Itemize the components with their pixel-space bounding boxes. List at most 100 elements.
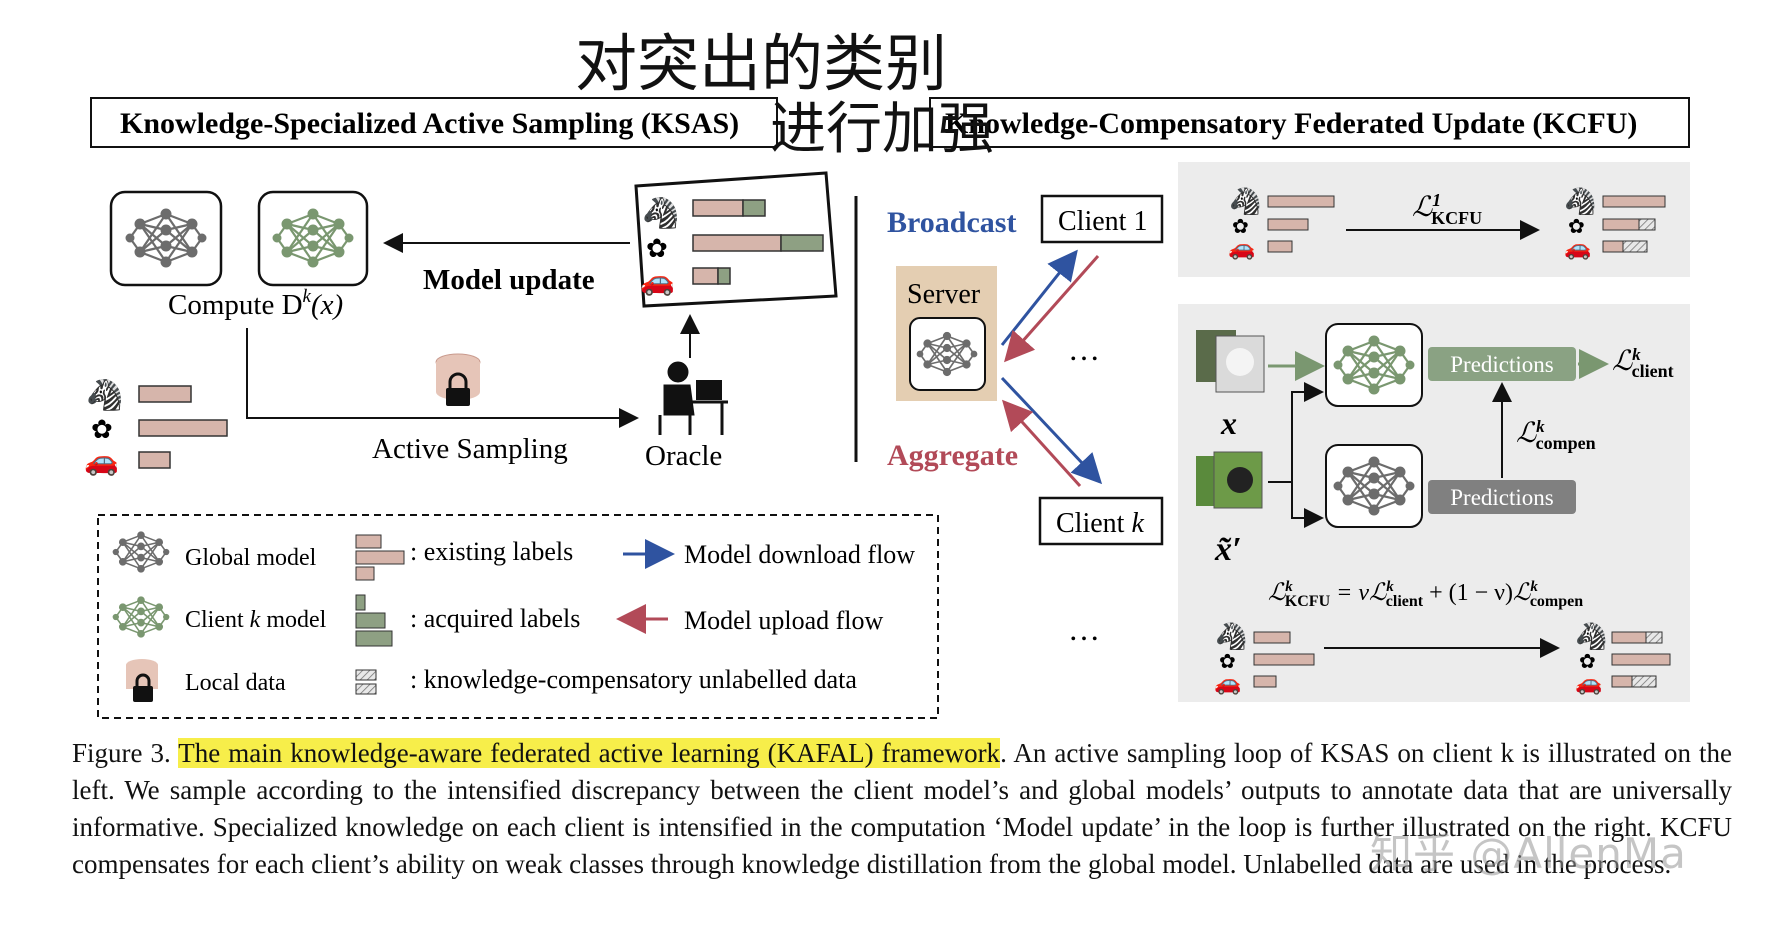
local-bar-3 (138, 451, 171, 469)
client-model-box (257, 190, 369, 287)
legend-acquired-bar1 (355, 594, 366, 611)
legend-local-label: Local data (185, 670, 286, 696)
legend-existing-bar2 (355, 550, 405, 565)
p1r-bar-2-hatch (1638, 218, 1656, 231)
p2-bar-2 (1253, 653, 1315, 666)
kcfu-title-box (929, 97, 1690, 148)
p1r-bar-3-hatch (1622, 240, 1648, 253)
p1r-car-icon: 🚗 (1564, 235, 1591, 260)
compute-label: Compute Dk(x) (168, 286, 343, 321)
kcfu-title: Knowledge-Compensatory Federated Update … (945, 107, 1637, 140)
caption-body: . An active sampling loop of KSAS on cli… (72, 738, 1732, 879)
p2r-bar-3 (1611, 675, 1633, 688)
x-label: x (1220, 405, 1237, 441)
p2r-zebra-icon: 🦓 (1575, 621, 1607, 651)
clientk-box (1038, 496, 1164, 546)
oracle-icon (658, 361, 728, 435)
local-flower-icon: ✿ (91, 415, 113, 444)
legend-acquired-bar3 (355, 630, 393, 647)
predictions-client-label: Predictions (1450, 352, 1554, 377)
sheet-bar-acquired-3 (717, 267, 731, 285)
legend-existing-bar3 (355, 566, 375, 581)
xprime-to-global-arrow (1291, 482, 1324, 528)
xprime-to-client-arrow (1268, 382, 1324, 483)
figure-number: Figure 3. (72, 738, 179, 768)
legend-existing-label: : existing labels (410, 537, 573, 566)
framework-figure: Knowledge-Specialized Active Sampling (K… (84, 27, 1690, 719)
local-zebra-icon: 🦓 (86, 377, 123, 412)
global-model-box (109, 190, 223, 287)
predictions-global-box (1428, 480, 1576, 514)
dots-top: … (1068, 331, 1100, 367)
client1-label: Client 1 (1058, 206, 1147, 237)
p2r-bar-2 (1611, 653, 1671, 666)
p2r-bar-3-hatch (1631, 675, 1657, 688)
p2r-bar-1 (1611, 631, 1647, 644)
car-icon: 🚗 (640, 266, 675, 297)
p1r-bar-1 (1602, 195, 1666, 208)
legend-download-label: Model download flow (684, 540, 915, 569)
server-model-box (909, 317, 986, 391)
download-arrow-client1 (1000, 249, 1078, 346)
model-update-label: Model update (423, 264, 595, 296)
legend-client-icon (112, 595, 170, 639)
legend-acquired-bar2 (355, 612, 386, 629)
server-label: Server (907, 279, 981, 310)
sheet-bar-existing-1 (692, 199, 744, 217)
legend-global-icon (112, 530, 170, 574)
p2-car-icon: 🚗 (1214, 670, 1241, 695)
ksas-title: Knowledge-Specialized Active Sampling (K… (120, 107, 739, 140)
local-bar-1 (138, 385, 192, 403)
sheet-bar-existing-3 (692, 267, 719, 285)
oracle-label: Oracle (645, 440, 722, 472)
p1-bar-2 (1267, 218, 1309, 231)
dots-bottom: … (1068, 611, 1100, 647)
p1-bar-1 (1267, 195, 1335, 208)
client1-box (1040, 194, 1164, 244)
p1-bar-3 (1267, 240, 1293, 253)
figure-caption: Figure 3. The main knowledge-aware feder… (72, 735, 1732, 883)
legend-existing-bar1 (355, 534, 382, 549)
watermark: 知乎 @AllenMa (1370, 829, 1687, 878)
legend-acquired-label: : acquired labels (410, 604, 580, 633)
legend-local-data-icon (126, 659, 158, 702)
kcfu-client-model-box (1325, 323, 1423, 407)
p2-bar-3 (1253, 675, 1277, 688)
caption-highlight: The main knowledge-aware federated activ… (178, 738, 1001, 768)
p2-bar-1 (1253, 631, 1291, 644)
active-sampling-label: Active Sampling (372, 433, 568, 465)
flower-icon: ✿ (646, 234, 668, 263)
handwriting-line2: 进行加强 (770, 97, 994, 162)
sheet-bar-acquired-1 (742, 199, 766, 217)
p2r-flower-icon: ✿ (1579, 651, 1596, 673)
predictions-client-box (1428, 347, 1576, 381)
local-bar-2 (138, 419, 228, 437)
upload-arrow-client1 (1004, 255, 1100, 363)
p2r-car-icon: 🚗 (1575, 670, 1602, 695)
sheet-bar-existing-2 (692, 234, 782, 252)
p1r-bar-3 (1602, 240, 1624, 253)
upload-arrow-clientk (1001, 399, 1082, 488)
p1r-zebra-icon: 🦓 (1564, 186, 1596, 216)
p2-zebra-icon: 🦓 (1215, 621, 1247, 651)
p1-car-icon: 🚗 (1228, 235, 1255, 260)
p1-zebra-icon: 🦓 (1229, 186, 1261, 216)
broadcast-label: Broadcast (887, 206, 1016, 239)
aggregate-label: Aggregate (887, 439, 1018, 472)
legend-hatch-bar1 (355, 669, 377, 681)
p1r-bar-2 (1602, 218, 1640, 231)
legend-compensatory-label: : knowledge-compensatory unlabelled data (410, 665, 857, 694)
local-data-db-icon (435, 353, 481, 406)
ksas-title-box (90, 97, 778, 148)
zebra-icon: 🦓 (642, 195, 679, 230)
predictions-global-label: Predictions (1450, 485, 1554, 510)
xprime-label: x̃′ (1214, 531, 1242, 568)
sheet-bar-acquired-2 (780, 234, 824, 252)
p2r-bar-1-hatch (1645, 631, 1663, 644)
legend-hatch-bar2 (355, 683, 377, 695)
kcfu-global-model-box (1325, 444, 1423, 528)
local-car-icon: 🚗 (84, 446, 119, 477)
